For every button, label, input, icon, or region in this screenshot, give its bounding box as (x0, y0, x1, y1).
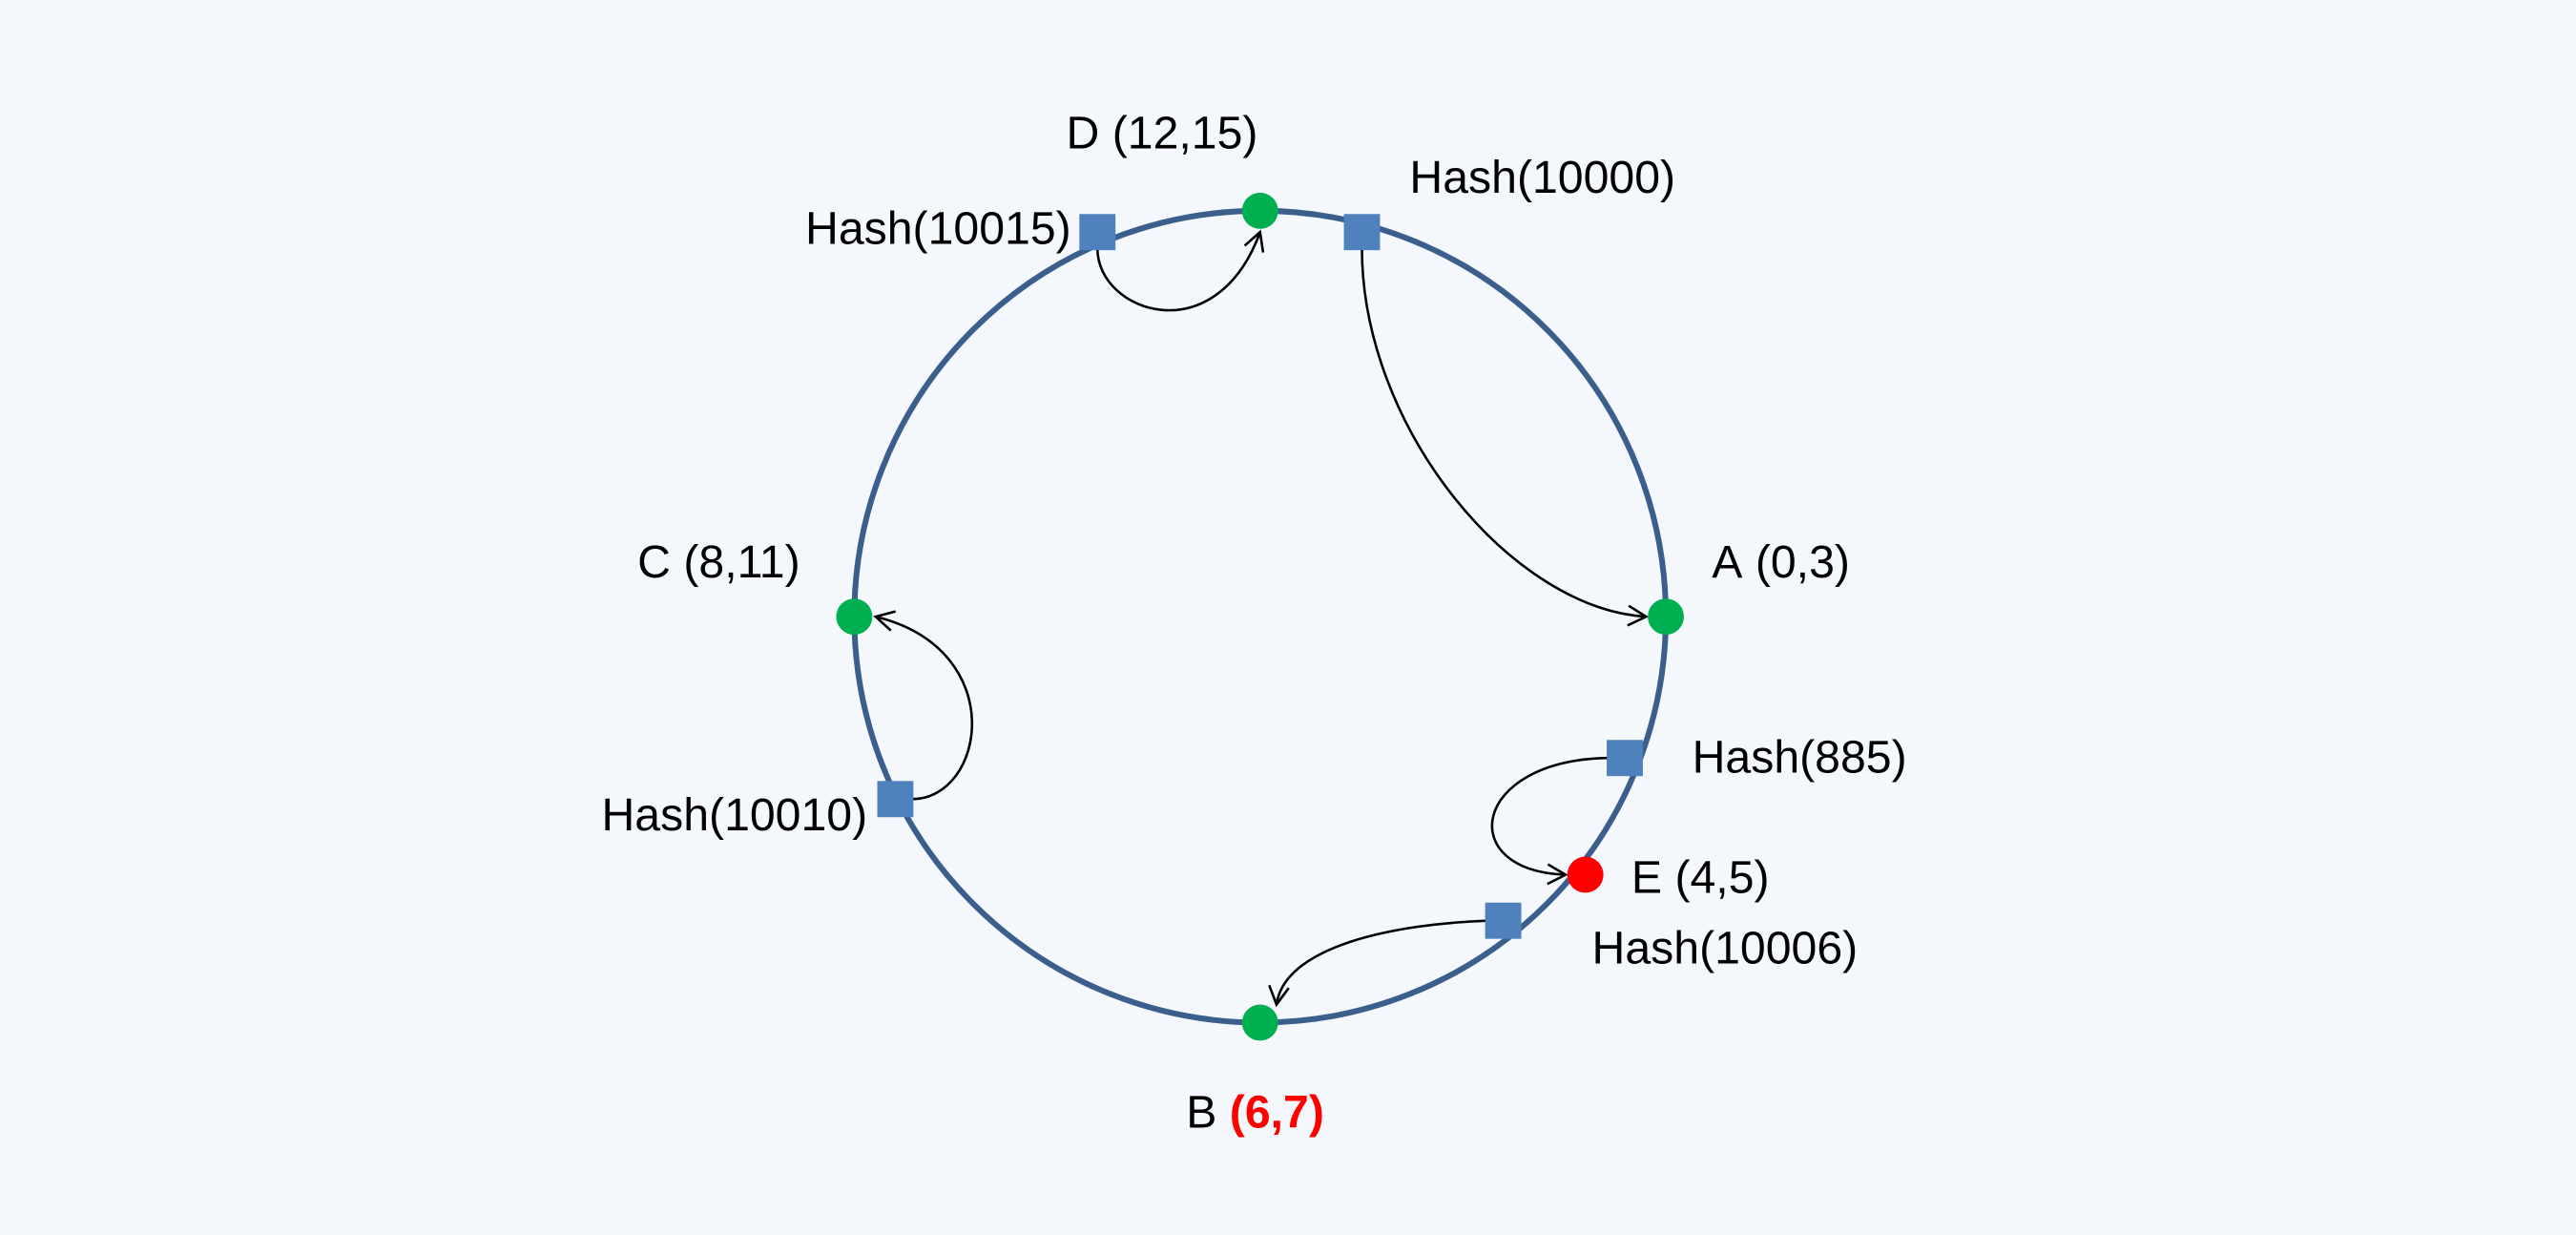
node-b-label: B (6,7) (1186, 1087, 1324, 1139)
hash-key-10010 (877, 781, 914, 818)
arrow-10010-to-c (873, 610, 974, 801)
arrow-10015-to-d (1095, 229, 1265, 312)
node-d-label: D (12,15) (1067, 107, 1258, 158)
node-b (1241, 1004, 1278, 1041)
node-c-label: C (8,11) (637, 536, 800, 588)
key-885-label: Hash(885) (1693, 732, 1907, 784)
hash-key-10000 (1343, 214, 1381, 251)
key-10015-label: Hash(10015) (805, 202, 1071, 254)
arrow-885-to-e (1490, 756, 1609, 886)
node-b-range-highlight: (6,7) (1230, 1087, 1324, 1139)
hash-key-885 (1607, 740, 1643, 777)
key-10006-label: Hash(10006) (1592, 922, 1859, 973)
arrow-10006-to-b (1268, 919, 1487, 1008)
node-c (836, 598, 873, 636)
arrow-10000-to-a (1361, 248, 1650, 627)
key-10000-label: Hash(10000) (1409, 152, 1675, 203)
node-e-label: E (4,5) (1631, 851, 1770, 903)
node-d (1241, 192, 1278, 229)
node-a-label: A (0,3) (1712, 536, 1850, 588)
node-a (1648, 598, 1684, 636)
node-e (1567, 856, 1604, 893)
hash-key-10006 (1485, 902, 1522, 939)
hash-key-10015 (1079, 214, 1116, 251)
key-10010-label: Hash(10010) (601, 789, 867, 841)
hash-ring (851, 207, 1670, 1026)
